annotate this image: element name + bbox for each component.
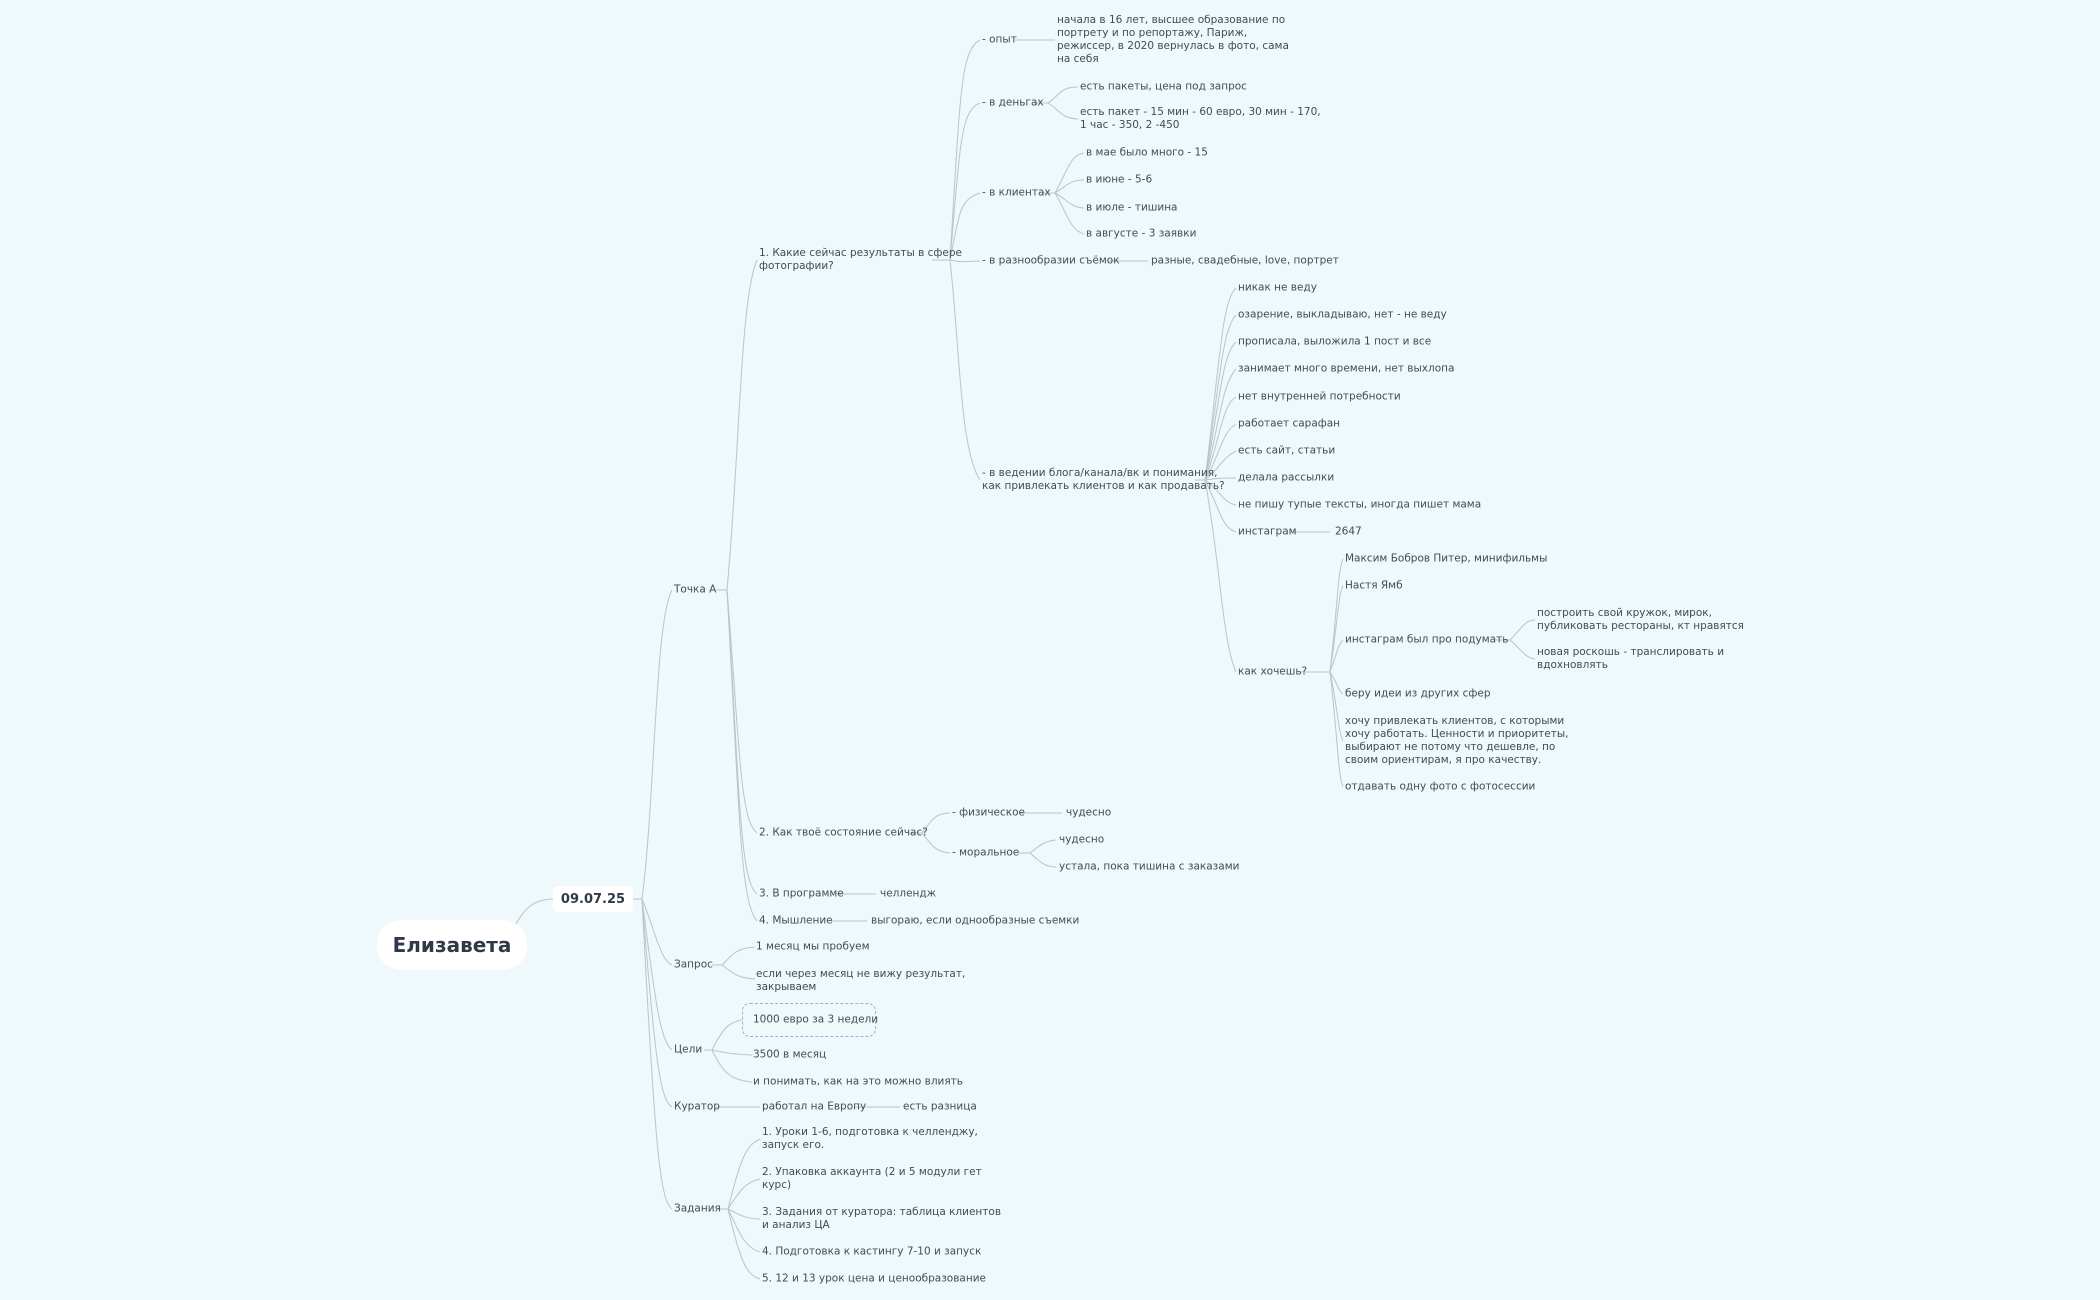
- raznoobrazie-node[interactable]: - в разнообразии съёмок: [982, 254, 1120, 267]
- date-node[interactable]: 09.07.25: [553, 886, 633, 912]
- blog-item[interactable]: работает сарафан: [1238, 417, 1341, 430]
- question-2-node[interactable]: 2. Как твоё состояние сейчас?: [759, 826, 928, 839]
- mor-value[interactable]: чудесно: [1059, 833, 1105, 846]
- zapros-item-line: закрываем: [756, 981, 817, 993]
- kak-subitem[interactable]: построить свой кружок, мирок, публиковат…: [1537, 607, 1744, 633]
- kurator-value[interactable]: есть разница: [903, 1100, 977, 1113]
- kak-item-line: хочу работать. Ценности и приоритеты,: [1345, 728, 1569, 740]
- klienty-item[interactable]: в мае было много - 15: [1086, 146, 1208, 159]
- blog-item[interactable]: занимает много времени, нет выхлопа: [1238, 362, 1455, 375]
- question-4-value[interactable]: выгораю, если однообразные съемки: [871, 914, 1080, 927]
- kak-item-line: хочу привлекать клиентов, с которыми: [1345, 715, 1565, 727]
- kak-item-line: своим ориентирам, я про качеству.: [1345, 754, 1542, 766]
- kak-node[interactable]: как хочешь?: [1238, 665, 1308, 678]
- mor-value[interactable]: устала, пока тишина с заказами: [1059, 860, 1240, 873]
- kak-item[interactable]: отдавать одну фото с фотосессии: [1345, 780, 1536, 793]
- klienty-node[interactable]: - в клиентах: [982, 186, 1051, 199]
- kak-subitem[interactable]: новая роскошь - транслировать и вдохновл…: [1537, 646, 1724, 672]
- branch-zadaniya[interactable]: Задания: [674, 1202, 721, 1215]
- opyt-line: начала в 16 лет, высшее образование по: [1057, 14, 1286, 26]
- mor-node[interactable]: - моральное: [952, 846, 1020, 859]
- opyt-text-node[interactable]: начала в 16 лет, высшее образование по п…: [1057, 14, 1289, 66]
- opyt-line: режиссер, в 2020 вернулась в фото, сама: [1057, 40, 1289, 52]
- zadanie-line: и анализ ЦА: [762, 1219, 830, 1231]
- klienty-item[interactable]: в июне - 5-6: [1086, 173, 1153, 186]
- question-3-node[interactable]: 3. В программе: [759, 887, 844, 900]
- zapros-item[interactable]: если через месяц не вижу результат, закр…: [756, 968, 965, 994]
- branch-tseli[interactable]: Цели: [674, 1043, 703, 1056]
- question-1-node[interactable]: 1. Какие сейчас результаты в сфере фотог…: [759, 247, 962, 273]
- blog-item[interactable]: нет внутренней потребности: [1238, 390, 1401, 403]
- branch-kurator[interactable]: Куратор: [674, 1100, 720, 1113]
- zapros-item[interactable]: 1 месяц мы пробуем: [756, 940, 870, 953]
- question-1-line: фотографии?: [759, 260, 834, 272]
- blog-item[interactable]: никак не веду: [1238, 281, 1317, 294]
- blog-item[interactable]: озарение, выкладываю, нет - не веду: [1238, 308, 1447, 321]
- opyt-line: на себя: [1057, 53, 1099, 65]
- kak-item[interactable]: беру идеи из других сфер: [1345, 687, 1491, 700]
- kurator-item[interactable]: работал на Европу: [762, 1100, 867, 1113]
- fiz-value[interactable]: чудесно: [1066, 806, 1112, 819]
- fiz-node[interactable]: - физическое: [952, 806, 1025, 819]
- branch-zapros[interactable]: Запрос: [674, 958, 713, 971]
- kak-item[interactable]: инстаграм был про подумать: [1345, 633, 1509, 646]
- klienty-item[interactable]: в августе - 3 заявки: [1086, 227, 1197, 240]
- zapros-item-line: если через месяц не вижу результат,: [756, 968, 966, 980]
- root-label: Елизавета: [392, 933, 512, 957]
- zadanie-line: 1. Уроки 1-6, подготовка к челленджу,: [762, 1126, 978, 1138]
- raznoobrazie-text[interactable]: разные, свадебные, love, портрет: [1151, 254, 1339, 267]
- opyt-line: портрету и по репортажу, Париж,: [1057, 27, 1248, 39]
- blog-item[interactable]: прописала, выложила 1 пост и все: [1238, 335, 1432, 348]
- zadanie-line: 2. Упаковка аккаунта (2 и 5 модули гет: [762, 1166, 982, 1178]
- kak-item-line: выбирают не потому что дешевле, по: [1345, 741, 1556, 753]
- kak-item[interactable]: Настя Ямб: [1345, 579, 1403, 592]
- dengi-item-1[interactable]: есть пакеты, цена под запрос: [1080, 80, 1247, 93]
- blog-node[interactable]: - в ведении блога/канала/вк и понимания,…: [982, 467, 1225, 493]
- branch-tochka-a[interactable]: Точка А: [674, 583, 717, 596]
- blog-item[interactable]: есть сайт, статьи: [1238, 444, 1336, 457]
- blog-item[interactable]: делала рассылки: [1238, 471, 1335, 484]
- kak-item[interactable]: Максим Бобров Питер, минифильмы: [1345, 552, 1548, 565]
- zadanie-item[interactable]: 3. Задания от куратора: таблица клиентов…: [762, 1206, 1001, 1232]
- blog-item[interactable]: не пишу тупые тексты, иногда пишет мама: [1238, 498, 1482, 511]
- instagram-node[interactable]: инстаграм: [1238, 525, 1297, 538]
- dengi-item-2[interactable]: есть пакет - 15 мин - 60 евро, 30 мин - …: [1080, 106, 1321, 132]
- zadanie-line: курс): [762, 1179, 792, 1191]
- tseli-item[interactable]: 3500 в месяц: [753, 1048, 827, 1061]
- dengi-node[interactable]: - в деньгах: [982, 96, 1044, 109]
- instagram-value[interactable]: 2647: [1335, 525, 1362, 538]
- root-node[interactable]: Елизавета: [377, 920, 527, 970]
- opyt-node[interactable]: - опыт: [982, 33, 1017, 46]
- blog-line: как привлекать клиентов и как продавать?: [982, 480, 1225, 492]
- zadanie-item[interactable]: 5. 12 и 13 урок цена и ценообразование: [762, 1272, 986, 1285]
- tseli-item[interactable]: 1000 евро за 3 недели: [753, 1013, 879, 1026]
- klienty-item[interactable]: в июле - тишина: [1086, 201, 1178, 214]
- question-3-value[interactable]: челлендж: [880, 887, 937, 900]
- date-label: 09.07.25: [560, 891, 626, 907]
- zadanie-line: запуск его.: [762, 1139, 825, 1151]
- zadanie-item[interactable]: 2. Упаковка аккаунта (2 и 5 модули гет к…: [762, 1166, 982, 1192]
- blog-line: - в ведении блога/канала/вк и понимания,: [982, 467, 1218, 479]
- question-1-line: 1. Какие сейчас результаты в сфере: [759, 247, 962, 259]
- kak-subitem-line: построить свой кружок, мирок,: [1537, 607, 1712, 619]
- tseli-item[interactable]: и понимать, как на это можно влиять: [753, 1075, 963, 1088]
- kak-subitem-line: новая роскошь - транслировать и: [1537, 646, 1725, 658]
- kak-item[interactable]: хочу привлекать клиентов, с которыми хоч…: [1345, 715, 1569, 767]
- question-4-node[interactable]: 4. Мышление: [759, 914, 833, 927]
- zadanie-line: 3. Задания от куратора: таблица клиентов: [762, 1206, 1002, 1218]
- kak-subitem-line: публиковать рестораны, кт нравятся: [1537, 620, 1744, 632]
- kak-subitem-line: вдохновлять: [1537, 659, 1608, 671]
- zadanie-item[interactable]: 1. Уроки 1-6, подготовка к челленджу, за…: [762, 1126, 978, 1152]
- goal-highlight-box[interactable]: [742, 1003, 876, 1037]
- dengi-item-2-line: 1 час - 350, 2 -450: [1080, 119, 1180, 131]
- dengi-item-2-line: есть пакет - 15 мин - 60 евро, 30 мин - …: [1080, 106, 1321, 118]
- zadanie-item[interactable]: 4. Подготовка к кастингу 7-10 и запуск: [762, 1245, 982, 1258]
